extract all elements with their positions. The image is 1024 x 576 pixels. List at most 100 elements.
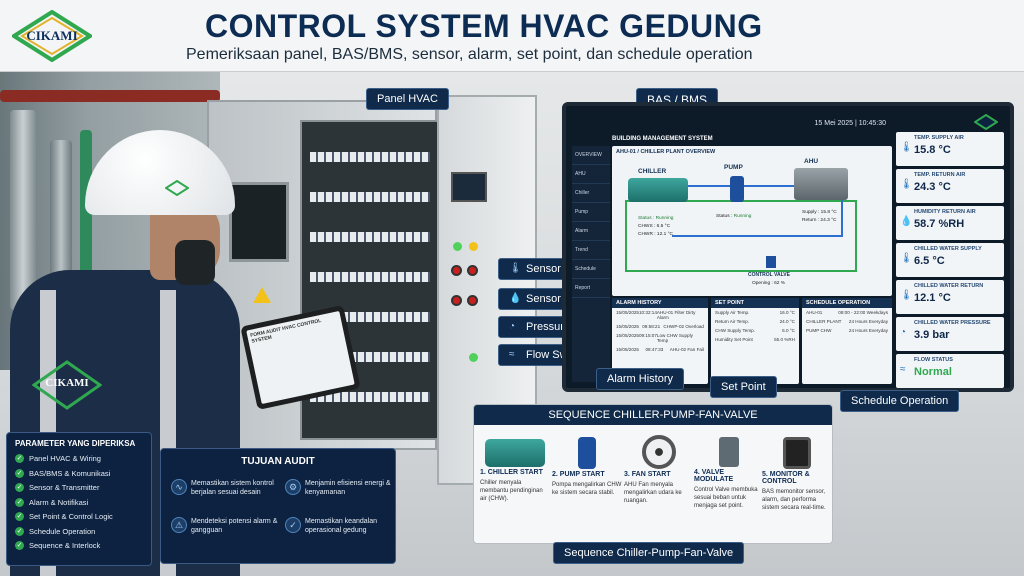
- list-item: ✓Set Point & Control Logic: [15, 512, 143, 521]
- droplet-icon: 💧: [900, 216, 913, 227]
- param-label: Alarm & Notifikasi: [29, 497, 89, 507]
- valve-label: CONTROL VALVE: [748, 272, 790, 278]
- tablet-screen: FORM AUDIT HVAC CONTROL SYSTEM: [246, 310, 355, 405]
- gauge-icon: ◔: [900, 327, 907, 338]
- goal-item: ✓Memastikan keandalan operasional gedung: [283, 517, 393, 536]
- alarm-time: 08:47:33: [645, 347, 664, 352]
- gear-icon: ⚙: [285, 479, 301, 495]
- pipe: [10, 110, 36, 310]
- terminal-row: [310, 152, 430, 162]
- panel-wiring-area: [300, 120, 440, 440]
- alarm-desc: AHU-02 Fan Fail: [669, 347, 704, 352]
- audit-goals-title: TUJUAN AUDIT: [241, 456, 315, 467]
- red-button[interactable]: [467, 265, 478, 276]
- check-icon: ✓: [15, 483, 24, 492]
- indicator-led-yellow: [469, 242, 478, 251]
- param-label: BAS/BMS & Komunikasi: [29, 468, 111, 478]
- param-label: Sequence & Interlock: [29, 541, 101, 550]
- list-item: ✓Alarm & Notifikasi: [15, 497, 143, 507]
- terminal-row: [310, 192, 430, 202]
- sequence-title: SEQUENCE CHILLER-PUMP-FAN-VALVE: [474, 405, 832, 425]
- sp-value: 55.0 %RH: [774, 337, 795, 342]
- parameters-panel: PARAMETER YANG DIPERIKSA ✓ Panel HVAC & W…: [6, 432, 152, 566]
- pump-icon: [730, 176, 744, 202]
- goal-item: ⚙Menjamin efisiensi energi & kenyamanan: [283, 479, 393, 498]
- audit-goals-panel: TUJUAN AUDIT ∿Memastikan sistem kontrol …: [160, 448, 396, 564]
- bms-datetime: 15 Mei 2025 | 10:45:30: [814, 120, 886, 127]
- step-title: 3. FAN START: [624, 471, 671, 478]
- menu-overview[interactable]: OVERVIEW: [572, 146, 610, 165]
- step-desc: Chiller menyala membantu pendinginan air…: [480, 480, 543, 503]
- red-button[interactable]: [451, 265, 462, 276]
- menu-chiller[interactable]: Chiller: [572, 184, 610, 203]
- kpi-value: 58.7 %RH: [914, 218, 965, 230]
- valve-icon: [766, 256, 776, 268]
- pump-status-value: Running: [733, 214, 752, 219]
- sched-time: 24 Hours Everyday: [848, 328, 888, 333]
- sp-name: CHW Supply Temp.: [715, 328, 755, 333]
- menu-schedule[interactable]: Schedule: [572, 260, 610, 279]
- ahu-return: Return : 24.3 °C: [802, 218, 837, 223]
- header: CIKAMI CONTROL SYSTEM HVAC GEDUNG Pemeri…: [0, 0, 1024, 72]
- table-row: Supply Air Temp.16.0 °C: [711, 308, 799, 317]
- param-label: Schedule Operation: [29, 526, 96, 536]
- red-button[interactable]: [467, 295, 478, 306]
- check-icon: ✓: [15, 454, 24, 463]
- menu-trend[interactable]: Trend: [572, 241, 610, 260]
- set-point-title: SET POINT: [711, 298, 799, 308]
- chiller-label: CHILLER: [638, 168, 667, 175]
- menu-pump[interactable]: Pump: [572, 203, 610, 222]
- pump-label: PUMP: [724, 164, 743, 171]
- alarm-time: 09:15:07: [639, 333, 657, 338]
- bms-logo-icon: [974, 114, 998, 130]
- alarm-date: 15/05/2025: [616, 324, 639, 329]
- chiller-icon: [485, 439, 545, 467]
- alarm-desc: CHWP-02 Overload: [663, 324, 704, 329]
- thermometer-icon: 🌡: [509, 263, 522, 274]
- sp-name: Supply Air Temp.: [715, 310, 750, 315]
- warning-label-icon: [253, 287, 271, 303]
- list-item: ✓ Panel HVAC & Wiring: [15, 454, 143, 463]
- menu-alarm[interactable]: Alarm: [572, 222, 610, 241]
- terminal-row: [310, 232, 430, 242]
- parameters-title: PARAMETER YANG DIPERIKSA: [15, 439, 136, 448]
- kpi-label: CHILLED WATER RETURN: [914, 283, 984, 289]
- fan-icon: [642, 435, 676, 469]
- menu-ahu[interactable]: AHU: [572, 165, 610, 184]
- logo-text: CIKAMI: [26, 28, 78, 43]
- check-icon: ✓: [15, 468, 24, 478]
- monitor-icon: [783, 437, 811, 469]
- goal-item: ⚠Mendeteksi potensi alarm & gangguan: [169, 517, 279, 536]
- thermometer-icon: 🌡: [900, 290, 913, 301]
- overview-title: AHU-01 / CHILLER PLANT OVERVIEW: [616, 149, 716, 155]
- step-desc: Pompa mengalirkan CHW ke sistem secara s…: [552, 482, 622, 497]
- callout-panel-hvac: Panel HVAC: [366, 88, 449, 110]
- kpi-chw-return: 🌡CHILLED WATER RETURN 12.1 °C: [896, 280, 1004, 314]
- warning-icon: ⚠: [171, 517, 187, 533]
- sp-value: 24.0 °C: [779, 319, 795, 324]
- sequence-panel: SEQUENCE CHILLER-PUMP-FAN-VALVE 1. CHILL…: [473, 404, 833, 544]
- goal-text: Menjamin efisiensi energi & kenyamanan: [305, 480, 391, 497]
- sequence-step: 4. VALVE MODULATE Control Valve membuka …: [694, 433, 764, 510]
- table-row: CHW Supply Temp.6.0 °C: [711, 326, 799, 335]
- red-button[interactable]: [451, 295, 462, 306]
- gauge-icon: ◔: [509, 321, 516, 332]
- param-label: Panel HVAC & Wiring: [29, 454, 101, 463]
- chiller-chwr: CHWR : 12.1 °C: [638, 232, 673, 237]
- pipe: [0, 90, 220, 102]
- alarm-history-title: ALARM HISTORY: [612, 298, 708, 308]
- sequence-step: 1. CHILLER START Chiller menyala membant…: [480, 433, 550, 503]
- sched-unit: AHU-01: [806, 310, 823, 315]
- bms-header: 15 Mei 2025 | 10:45:30: [574, 112, 1006, 140]
- kpi-value: 12.1 °C: [914, 292, 951, 304]
- thermometer-icon: 🌡: [900, 142, 913, 153]
- step-title: 4. VALVE MODULATE: [694, 469, 734, 483]
- indicator-led-green: [453, 242, 462, 251]
- menu-report[interactable]: Report: [572, 279, 610, 298]
- terminal-row: [310, 392, 430, 402]
